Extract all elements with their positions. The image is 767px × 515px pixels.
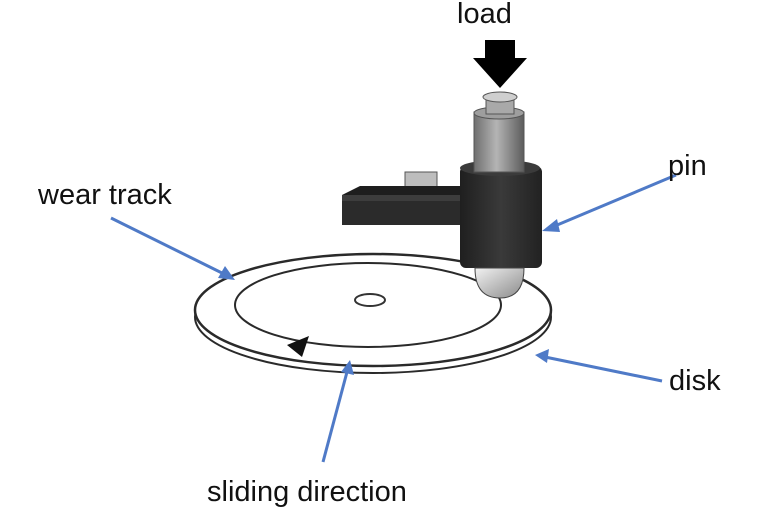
leader-disk	[535, 349, 663, 383]
leader-wear-track	[110, 216, 235, 280]
label-disk: disk	[669, 365, 721, 397]
pin-ball-tip	[474, 267, 525, 299]
pin-holder	[342, 160, 542, 268]
load-arrow	[473, 40, 527, 88]
wear-track	[234, 262, 502, 348]
sliding-direction-arrowhead	[287, 336, 309, 357]
label-load: load	[457, 0, 512, 30]
leader-pin	[542, 173, 677, 232]
label-sliding-direction: sliding direction	[207, 476, 407, 508]
label-wear-track: wear track	[38, 179, 172, 211]
leader-sliding-direction	[321, 360, 354, 463]
label-pin: pin	[668, 150, 707, 182]
pin	[473, 91, 525, 173]
disk-center-hole	[354, 293, 386, 307]
